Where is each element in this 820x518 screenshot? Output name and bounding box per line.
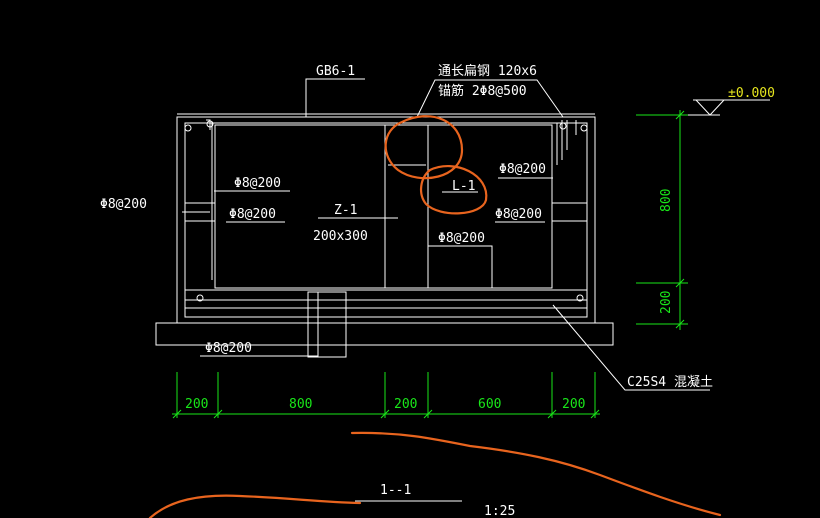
dim-v-1: 800 [659, 189, 674, 212]
label-rebar-right-1: Φ8@200 [499, 162, 546, 177]
section-scale: 1:25 [484, 504, 515, 518]
base-slab [155, 322, 614, 346]
label-column-size: 200x300 [313, 229, 368, 244]
label-rebar-right-2: Φ8@200 [495, 207, 542, 222]
markup-annotations [148, 115, 722, 518]
markup-stroke-1 [350, 431, 722, 517]
dim-h-4: 600 [478, 397, 501, 412]
pit-structure [155, 113, 614, 358]
label-elevation: ±0.000 [728, 86, 775, 101]
label-rebar-left-1: Φ8@200 [234, 176, 281, 191]
markup-circle-2 [420, 165, 488, 215]
leaders [182, 78, 710, 391]
dim-h-1: 200 [185, 397, 208, 412]
label-rebar-left-2: Φ8@200 [229, 207, 276, 222]
markup-circle-1 [384, 115, 464, 180]
elevation-marker [636, 99, 770, 116]
label-concrete: C25S4 混凝土 [627, 374, 713, 390]
dim-h-2: 800 [289, 397, 312, 412]
label-flat-steel: 通长扁钢 120x6 [438, 64, 537, 79]
label-gb6-1: GB6-1 [316, 64, 355, 79]
dimension-lines [172, 110, 688, 419]
dim-v-2: 200 [659, 291, 674, 314]
section-title: 1--1 [380, 483, 411, 498]
label-anchor-bar: 锚筋 2Φ8@500 [438, 83, 527, 99]
label-column-z1: Z-1 [334, 203, 357, 218]
dim-h-5: 200 [562, 397, 585, 412]
label-beam-l1: L-1 [452, 179, 475, 194]
dim-h-3: 200 [394, 397, 417, 412]
label-rebar-bottom: Φ8@200 [205, 341, 252, 356]
label-rebar-left-outer: Φ8@200 [100, 197, 147, 212]
label-rebar-center: Φ8@200 [438, 231, 485, 246]
markup-stroke-2 [148, 494, 362, 518]
